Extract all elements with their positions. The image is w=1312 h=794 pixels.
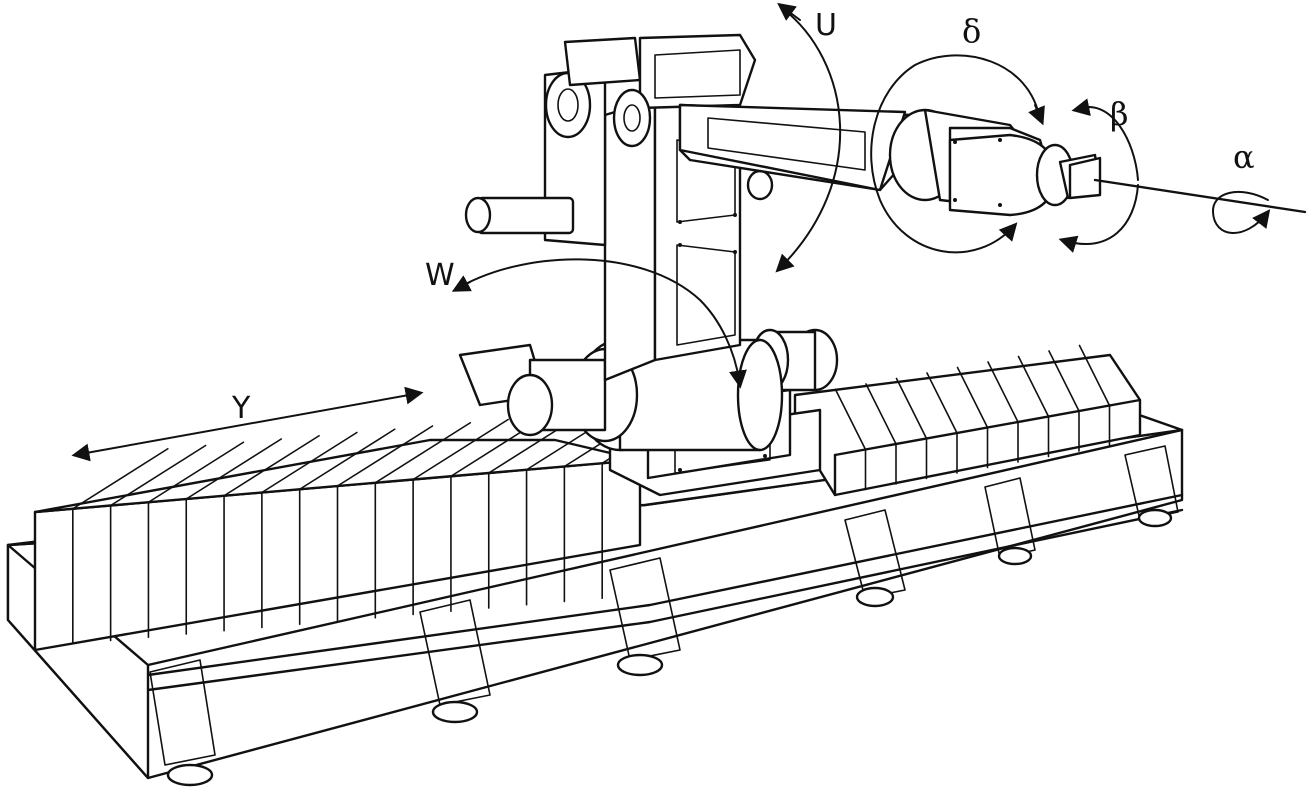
table-slot-top-line bbox=[834, 388, 867, 451]
label-beta: β bbox=[1110, 95, 1129, 133]
y-arrow bbox=[71, 386, 424, 462]
wrist-assembly bbox=[888, 108, 1102, 217]
w-arrow bbox=[454, 258, 747, 389]
table-slot-top-line bbox=[926, 372, 958, 434]
alpha-arrow bbox=[1211, 191, 1271, 234]
table-slot-top-line bbox=[1078, 344, 1111, 407]
u-arrow bbox=[775, 7, 842, 273]
slotted-table bbox=[33, 344, 1142, 652]
upper-arm bbox=[678, 103, 922, 192]
delta-arrow bbox=[870, 54, 1041, 254]
label-y: Y bbox=[231, 391, 251, 426]
leg-braces bbox=[149, 445, 1179, 766]
label-alpha: α bbox=[1233, 138, 1255, 176]
tool-axis-line bbox=[1093, 178, 1307, 214]
table-slot-top-line bbox=[895, 377, 928, 440]
table-slot-top-line bbox=[412, 418, 509, 481]
shoulder-assembly bbox=[458, 328, 839, 452]
feet bbox=[166, 508, 1173, 787]
upper-housing bbox=[464, 33, 757, 247]
motion-axes bbox=[71, 2, 1307, 462]
label-w: W bbox=[425, 258, 455, 293]
table-slot-top-line bbox=[1048, 350, 1080, 412]
table-slots-right bbox=[834, 344, 1111, 491]
label-delta: δ bbox=[962, 12, 981, 50]
table-slot-top-line bbox=[987, 361, 1019, 423]
beta-arrow-bottom bbox=[1058, 184, 1139, 253]
table-slot-top-line bbox=[956, 366, 989, 429]
table-slot-top-line bbox=[865, 383, 897, 445]
table-slot-top-line bbox=[1017, 355, 1050, 418]
label-u: U bbox=[815, 8, 837, 43]
